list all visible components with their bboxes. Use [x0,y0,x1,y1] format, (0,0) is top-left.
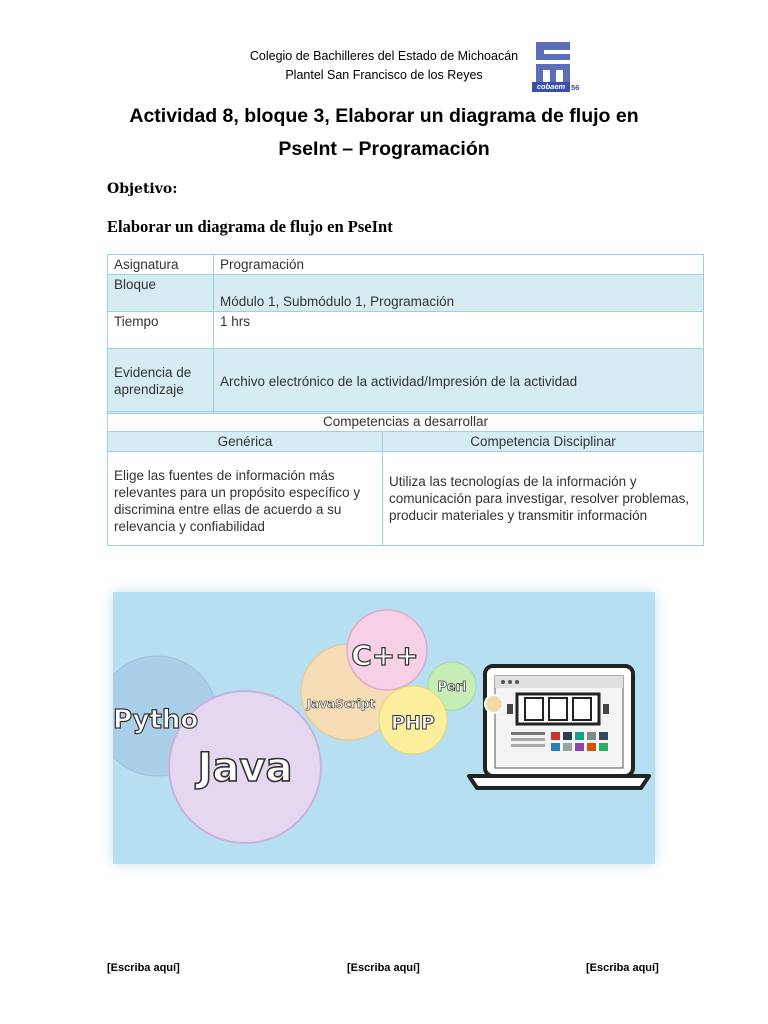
asignatura-value: Programación [213,254,704,275]
table-row-asignatura: Asignatura Programación [107,254,704,275]
table-row-competencia-text: Elige las fuentes de información más rel… [107,451,704,546]
php-label: PHP [391,712,435,734]
footer-center: [Escriba aquí] [347,962,420,974]
competencias-header: Competencias a desarrollar [107,411,704,432]
objective-text: Elaborar un diagrama de flujo en PseInt [107,217,393,236]
java-bubble [168,690,322,844]
logo-wordmark: cobaem [532,82,570,92]
school-name: Colegio de Bachilleres del Estado de Mic… [249,49,519,63]
campus-name: Plantel San Francisco de los Reyes [285,68,483,82]
php-bubble [378,685,448,755]
evidencia-label-line-1: Evidencia de [114,365,192,380]
javascript-label: JavaScript [306,697,376,711]
perl-bubble [427,661,477,711]
bloque-label: Bloque [107,274,214,312]
tiempo-label: Tiempo [107,311,214,349]
disciplinar-header: Competencia Disciplinar [382,431,704,452]
table-row-competencia-headers: Genérica Competencia Disciplinar [107,431,704,452]
programming-languages-illustration: Pytho Java JavaScript C++ PHP Perl [113,592,655,864]
cpp-label: C++ [351,639,418,672]
table-row-evidencia: Evidencia de aprendizaje Archivo electró… [107,348,704,414]
school-header: Colegio de Bachilleres del Estado de Mic… [200,47,568,85]
objective-label: Objetivo: [107,181,178,197]
table-row-tiempo: Tiempo 1 hrs [107,311,704,349]
logo-number: 56 [571,83,580,92]
title-line-1: Actividad 8, bloque 3, Elaborar un diagr… [129,105,639,127]
footer-left: [Escriba aquí] [107,962,180,974]
table-row-competencias: Competencias a desarrollar [107,411,704,432]
asignatura-label: Asignatura [107,254,214,275]
title-line-2: PseInt – Programación [278,138,490,160]
python-label: Pytho [113,705,198,735]
java-label: Java [195,745,293,791]
table-row-bloque: Bloque Módulo 1, Submódulo 1, Programaci… [107,274,704,312]
generica-text: Elige las fuentes de información más rel… [107,451,383,546]
activity-info-table: Asignatura Programación Bloque Módulo 1,… [107,254,704,414]
perl-label: Perl [437,680,466,695]
evidencia-label: Evidencia de aprendizaje [107,348,214,414]
generica-header: Genérica [107,431,383,452]
disciplinar-text: Utiliza las tecnologías de la informació… [382,451,704,546]
evidencia-label-line-2: aprendizaje [114,382,184,397]
laptop-icon [467,664,651,790]
bloque-value: Módulo 1, Submódulo 1, Programación [213,274,704,312]
school-logo [536,42,570,82]
cpp-bubble [346,609,428,691]
tiempo-value: 1 hrs [213,311,704,349]
page-title: Actividad 8, bloque 3, Elaborar un diagr… [40,100,728,166]
footer-right: [Escriba aquí] [586,962,659,974]
evidencia-value: Archivo electrónico de la actividad/Impr… [213,348,704,414]
competencias-table: Competencias a desarrollar Genérica Comp… [107,411,704,546]
